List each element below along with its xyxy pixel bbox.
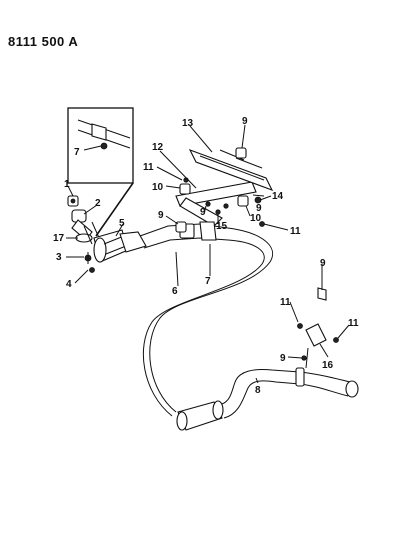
figure-code: 8111 500 A bbox=[8, 34, 78, 49]
callout-11-hanger: 11 bbox=[280, 297, 291, 308]
inset-leader bbox=[95, 182, 134, 237]
callout-11-right: 11 bbox=[290, 226, 301, 237]
muffler-tailpipe-assembly bbox=[176, 287, 359, 431]
callout-9-left: 9 bbox=[158, 210, 164, 221]
callout-4: 4 bbox=[66, 279, 72, 290]
callout-9-tailpipe: 9 bbox=[280, 353, 286, 364]
callout-9-right: 9 bbox=[256, 203, 262, 214]
callout-10-left: 10 bbox=[152, 182, 164, 193]
callout-11-far-right: 11 bbox=[348, 318, 359, 329]
callout-9-center: 9 bbox=[200, 207, 206, 218]
leader-lines bbox=[66, 124, 350, 384]
callout-7-inset: 7 bbox=[74, 147, 80, 158]
front-exhaust-assembly bbox=[67, 195, 229, 273]
callout-8: 8 bbox=[255, 385, 261, 396]
callout-9-top: 9 bbox=[242, 116, 248, 127]
callout-14: 14 bbox=[272, 191, 284, 202]
callout-16: 16 bbox=[322, 360, 334, 371]
callout-10-right: 10 bbox=[250, 213, 262, 224]
callout-6: 6 bbox=[172, 286, 178, 297]
callout-5: 5 bbox=[119, 218, 125, 229]
intermediate-pipe bbox=[142, 227, 273, 417]
callout-3: 3 bbox=[56, 252, 62, 263]
callout-1: 1 bbox=[64, 179, 70, 190]
callout-12: 12 bbox=[152, 142, 164, 153]
callouts: 1 2 3 4 5 6 7 7 8 9 9 9 9 9 9 10 10 11 1… bbox=[53, 116, 359, 396]
callout-17: 17 bbox=[53, 233, 65, 244]
detail-inset bbox=[67, 107, 134, 184]
callout-13: 13 bbox=[182, 118, 194, 129]
hanger-bracket-assembly bbox=[175, 147, 274, 241]
callout-7: 7 bbox=[205, 276, 211, 287]
callout-11-left: 11 bbox=[143, 162, 154, 173]
callout-15: 15 bbox=[216, 221, 228, 232]
callout-2: 2 bbox=[95, 198, 101, 209]
callout-9-hanger: 9 bbox=[320, 258, 326, 269]
